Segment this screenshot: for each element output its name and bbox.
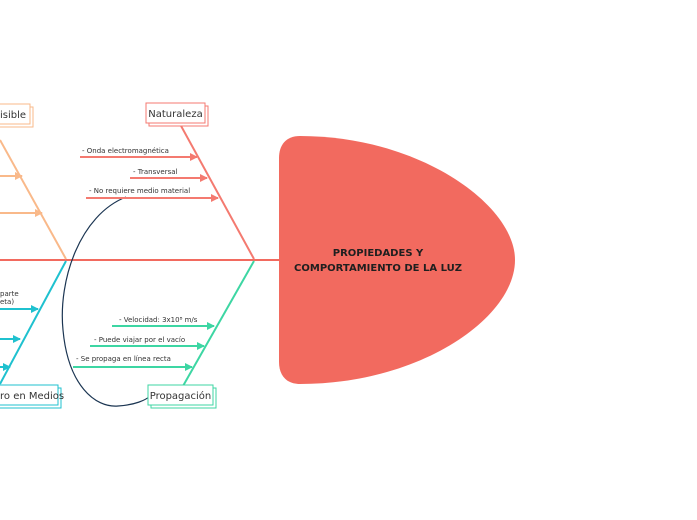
medios-box[interactable]: ro en Medios (0, 384, 64, 409)
visible-bone (0, 139, 67, 260)
propagacion-item-3[interactable]: - Se propaga en línea recta (76, 355, 171, 363)
propagacion-item-1[interactable]: - Velocidad: 3x10⁸ m/s (119, 316, 198, 324)
title-line-2: COMPORTAMIENTO DE LA LUZ (294, 263, 462, 274)
propagacion-label: Propagación (150, 390, 212, 402)
naturaleza-label: Naturaleza (148, 109, 202, 120)
naturaleza-item-2[interactable]: - Transversal (133, 168, 178, 176)
relationship-connector[interactable] (61, 196, 151, 407)
naturaleza-item-1[interactable]: - Onda electromagnética (82, 147, 169, 155)
fish-head-shape[interactable] (279, 136, 515, 384)
naturaleza-item-3[interactable]: - No requiere medio material (89, 187, 190, 195)
medios-bone (0, 260, 67, 385)
naturaleza-bone (179, 123, 255, 260)
medios-item-line-2[interactable]: eta) (0, 298, 14, 306)
medios-item-line-1[interactable]: parte (0, 290, 19, 298)
propagacion-box[interactable]: Propagación (147, 384, 217, 409)
visible-box[interactable]: isible (0, 103, 34, 128)
propagacion-item-2[interactable]: - Puede viajar por el vacío (94, 336, 185, 344)
visible-label: isible (0, 110, 26, 121)
title-line-1: PROPIEDADES Y (333, 248, 424, 259)
naturaleza-box[interactable]: Naturaleza (145, 102, 209, 127)
propagacion-bone (182, 260, 255, 387)
medios-label: ro en Medios (0, 391, 64, 402)
